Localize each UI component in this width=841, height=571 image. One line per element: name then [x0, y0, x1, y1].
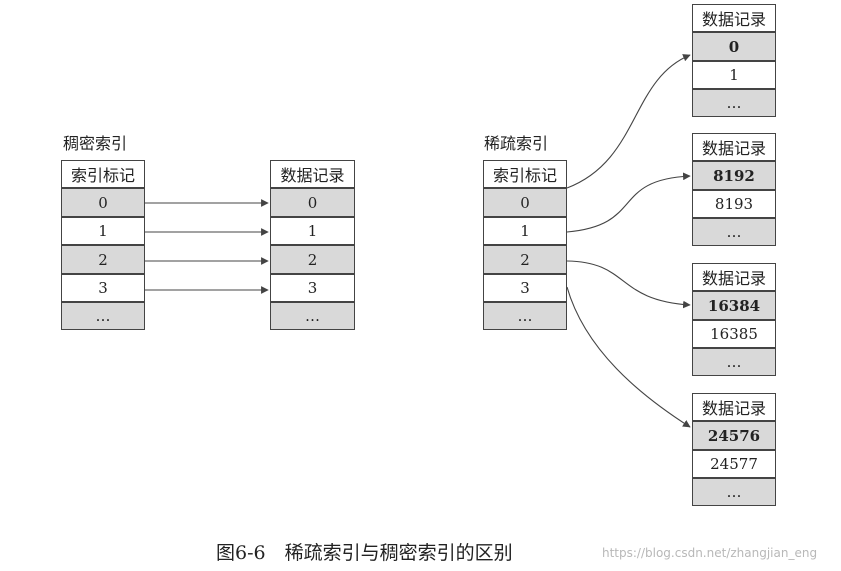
- sparse-data-cell: …: [692, 89, 776, 117]
- sparse-data-cell: 16385: [692, 320, 776, 348]
- sparse-arrow: [566, 54, 691, 189]
- sparse-index-cell: 1: [483, 217, 567, 245]
- dense-index-cell: 2: [61, 245, 145, 274]
- dense-data-cell: 1: [270, 217, 355, 245]
- sparse-data-cell: 24577: [692, 450, 776, 478]
- dense-data-cell: …: [270, 302, 355, 330]
- sparse-index-header: 索引标记: [483, 160, 567, 188]
- sparse-index-cell: 3: [483, 274, 567, 302]
- watermark: https://blog.csdn.net/zhangjian_eng: [602, 546, 818, 560]
- dense-index-title: 稠密索引: [63, 134, 128, 153]
- sparse-data-header: 数据记录: [692, 4, 776, 32]
- dense-data-cell: 2: [270, 245, 355, 274]
- sparse-index-cell: …: [483, 302, 567, 330]
- sparse-index-title: 稀疏索引: [484, 134, 549, 153]
- sparse-data-cell: 8192: [692, 161, 776, 190]
- sparse-arrow: [566, 286, 691, 428]
- sparse-index-cell: 0: [483, 188, 567, 217]
- dense-data-cell: 3: [270, 274, 355, 302]
- figure-caption: 图6-6 稀疏索引与稠密索引的区别: [216, 542, 513, 564]
- sparse-data-cell: 8193: [692, 190, 776, 218]
- sparse-data-header: 数据记录: [692, 263, 776, 291]
- sparse-data-header: 数据记录: [692, 393, 776, 421]
- dense-data-cell: 0: [270, 188, 355, 217]
- dense-index-cell: 0: [61, 188, 145, 217]
- dense-arrows: [145, 199, 269, 294]
- sparse-arrow: [566, 260, 691, 309]
- sparse-index-cell: 2: [483, 245, 567, 274]
- sparse-data-header: 数据记录: [692, 133, 776, 161]
- dense-index-cell: 3: [61, 274, 145, 302]
- dense-index-cell: 1: [61, 217, 145, 245]
- sparse-data-cell: …: [692, 218, 776, 246]
- sparse-data-cell: …: [692, 478, 776, 506]
- sparse-data-cell: 1: [692, 61, 776, 89]
- dense-data-header: 数据记录: [270, 160, 355, 188]
- dense-index-cell: …: [61, 302, 145, 330]
- sparse-data-cell: 24576: [692, 421, 776, 450]
- sparse-arrow: [566, 172, 691, 233]
- dense-index-header: 索引标记: [61, 160, 145, 188]
- sparse-arrows: [566, 54, 691, 428]
- sparse-data-cell: …: [692, 348, 776, 376]
- sparse-data-cell: 0: [692, 32, 776, 61]
- sparse-data-cell: 16384: [692, 291, 776, 320]
